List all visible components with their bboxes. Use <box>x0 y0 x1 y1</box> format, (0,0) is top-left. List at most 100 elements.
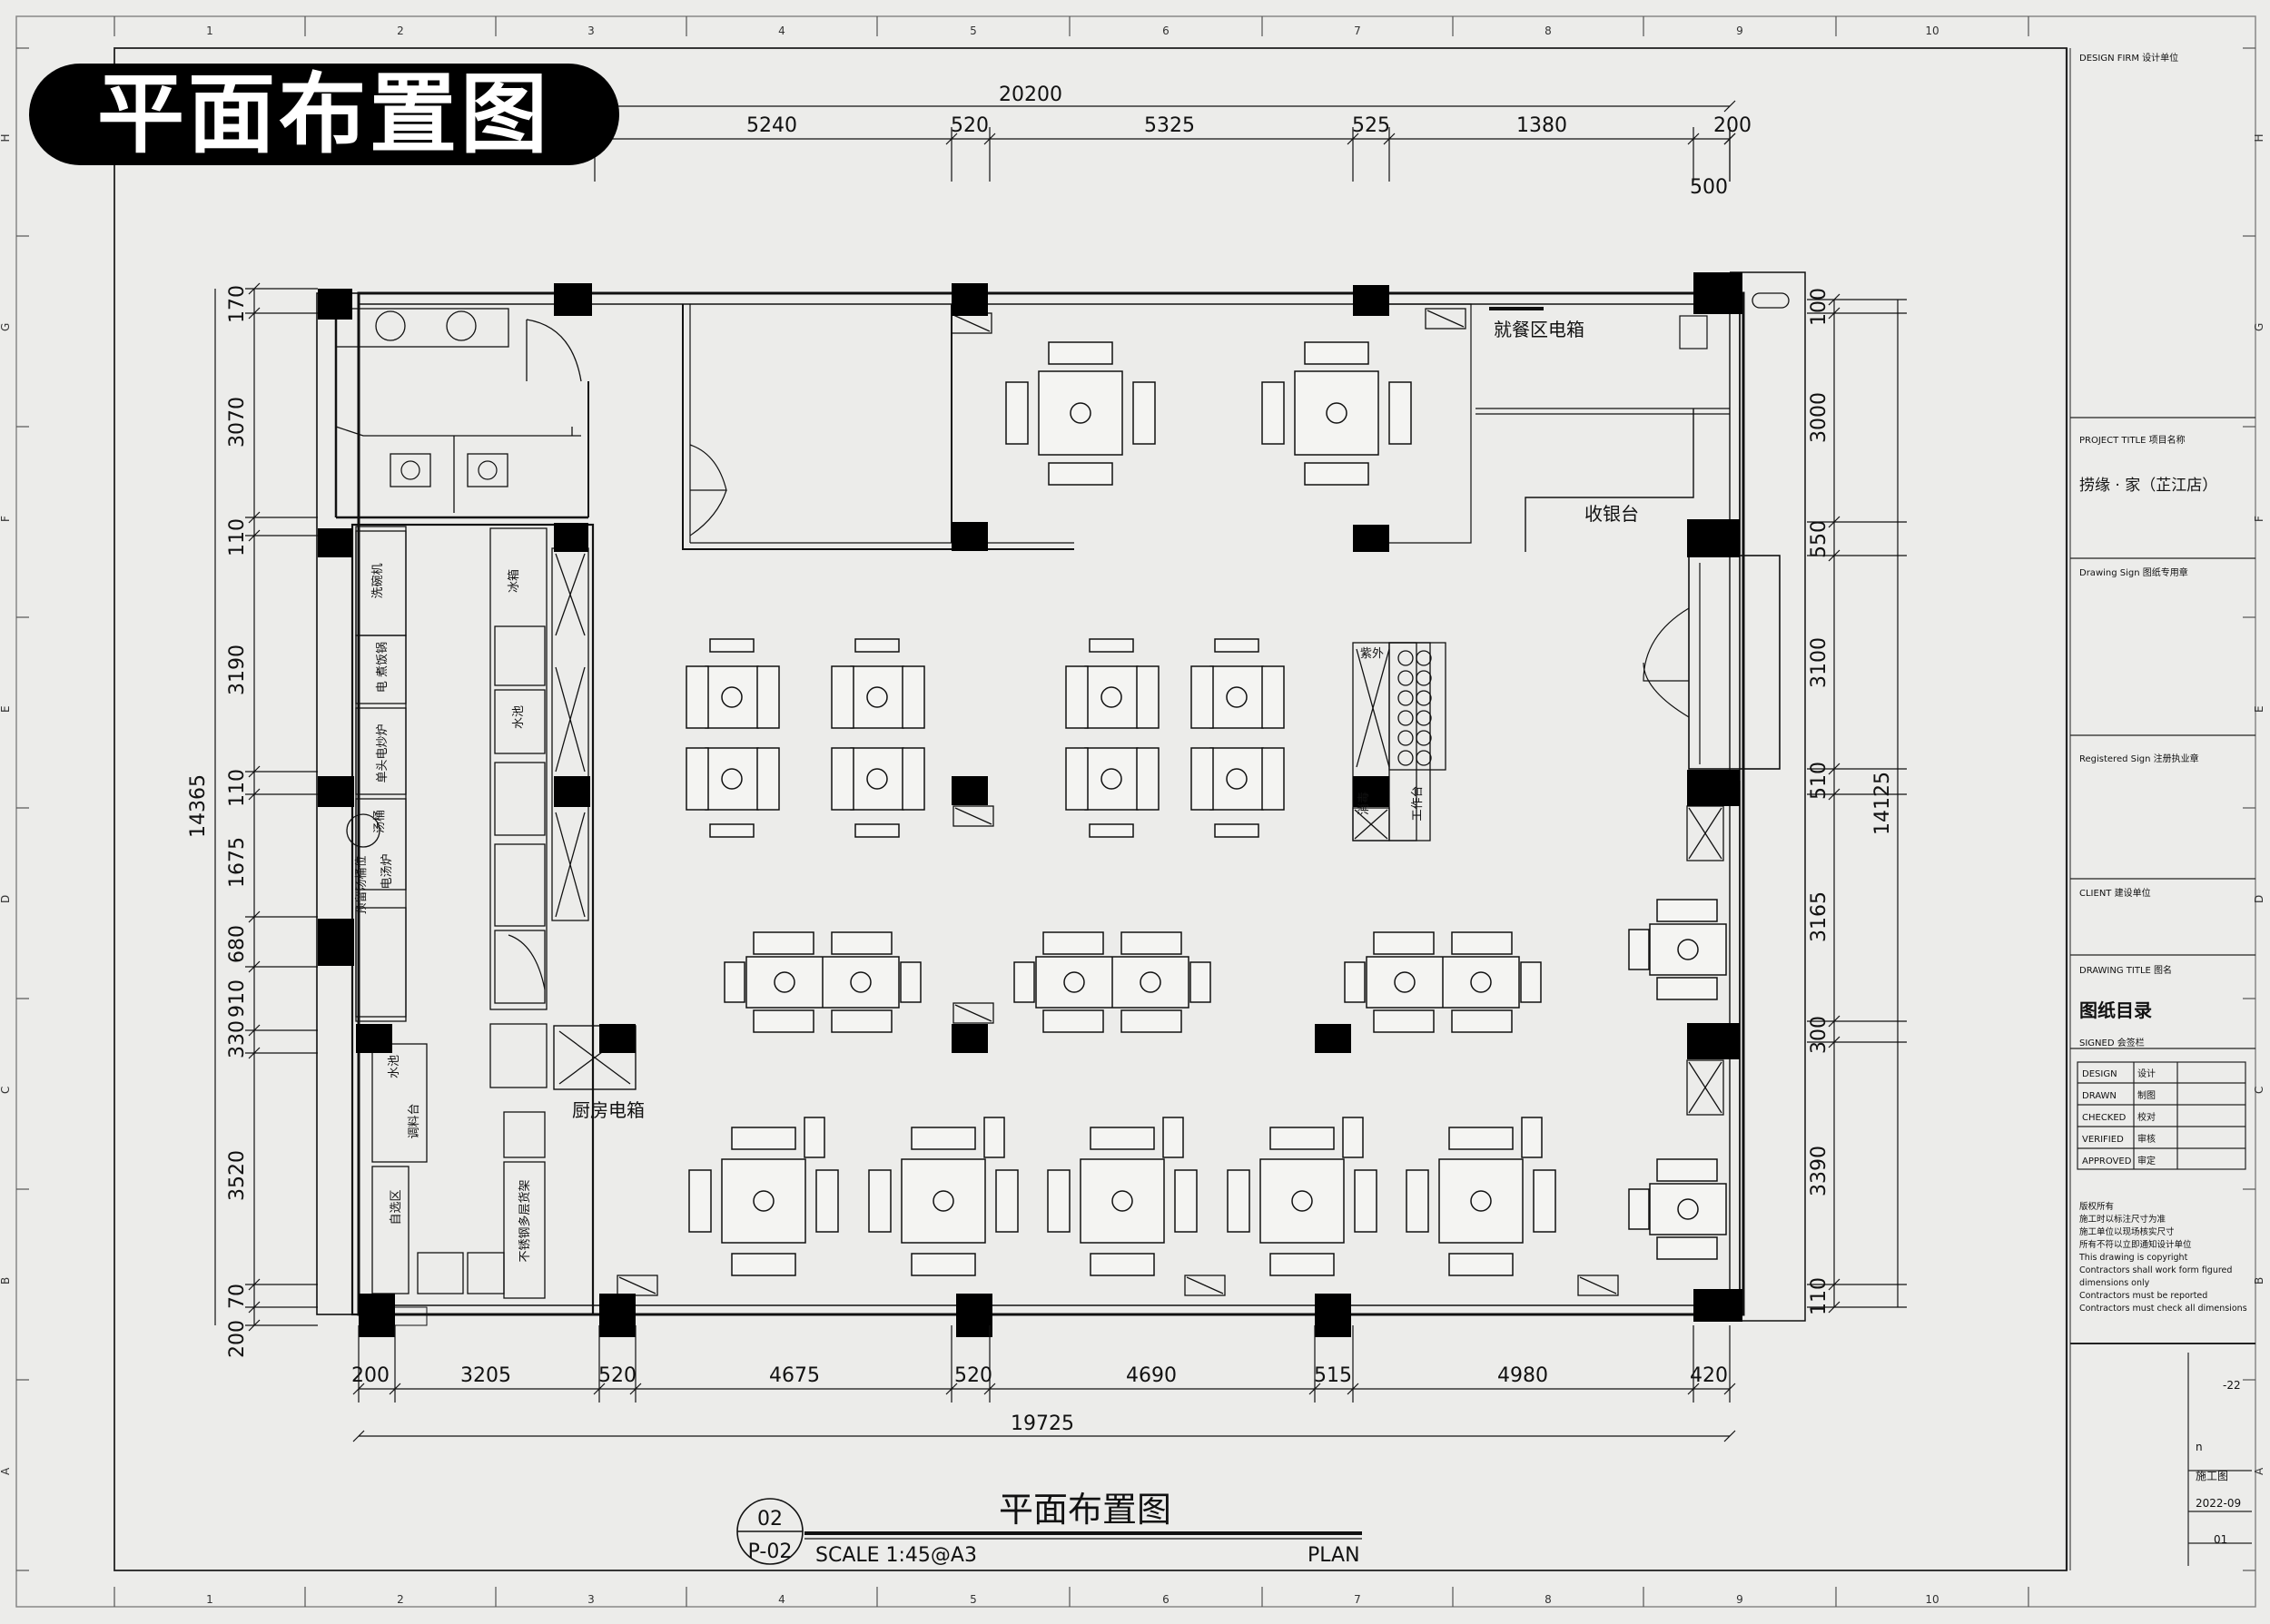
note-line: 版权所有 <box>2079 1201 2114 1212</box>
column <box>318 919 354 966</box>
dim-label: 200 <box>351 1364 390 1387</box>
table-hotpot <box>866 686 888 708</box>
station-cup <box>1416 670 1432 686</box>
station-cup <box>1397 710 1414 726</box>
column <box>599 1024 636 1053</box>
structural-columns <box>318 272 1742 1337</box>
chair <box>995 1169 1019 1233</box>
chair <box>1342 1117 1364 1158</box>
chair <box>831 747 854 811</box>
design-firm-label: DESIGN FIRM 设计单位 <box>2079 52 2178 64</box>
ruler-label: 3 <box>587 25 595 37</box>
dim-tick <box>248 529 261 542</box>
table-hotpot <box>850 971 872 993</box>
ruler-label: 9 <box>1736 25 1743 37</box>
chair <box>911 1253 976 1276</box>
chair <box>731 1127 796 1150</box>
ruler-label: C <box>2253 1087 2265 1094</box>
role-label-cn: 校对 <box>2137 1111 2156 1123</box>
chair <box>756 665 780 729</box>
dim-label: 110 <box>1808 1277 1831 1315</box>
chair <box>1162 1117 1184 1158</box>
station-cup <box>1416 710 1432 726</box>
chair <box>1042 931 1104 955</box>
dim-tick <box>248 511 261 524</box>
chair <box>983 1117 1005 1158</box>
table-hotpot <box>1677 1198 1699 1220</box>
dim-tick <box>1828 1036 1841 1048</box>
station-cup <box>1416 730 1432 746</box>
chair <box>1269 1127 1335 1150</box>
dim-label: 4980 <box>1497 1364 1548 1387</box>
dim-label: 4675 <box>769 1364 820 1387</box>
ruler-label: D <box>0 895 12 903</box>
station-cup <box>1397 750 1414 766</box>
ruler-label: 6 <box>1162 1593 1170 1606</box>
dim-tick <box>1828 763 1841 775</box>
chair <box>1189 961 1211 1003</box>
note-line: Contractors must be reported <box>2079 1291 2207 1301</box>
cashier-label: 收银台 <box>1584 503 1639 525</box>
dim-label: 3390 <box>1808 1146 1831 1196</box>
note-line: Contractors must check all dimensions <box>2079 1304 2247 1314</box>
table-hotpot <box>1394 971 1416 993</box>
dim-total: 19725 <box>1011 1412 1074 1435</box>
table-hotpot <box>1226 686 1248 708</box>
chair <box>854 823 900 838</box>
dim-label: 4690 <box>1126 1364 1177 1387</box>
dining-furniture <box>686 341 1727 1276</box>
chair <box>1448 1253 1514 1276</box>
dim-tick <box>1828 293 1841 306</box>
dim-label: 3520 <box>226 1150 249 1201</box>
column <box>1687 519 1740 557</box>
kitchen-label: 不锈钢多层货架 <box>518 1179 532 1262</box>
ruler-label: 4 <box>778 25 785 37</box>
chair <box>1190 747 1214 811</box>
table-hotpot <box>1100 768 1122 790</box>
table-hotpot <box>1291 1190 1313 1212</box>
dim-tick <box>248 1278 261 1291</box>
dim-tick <box>1828 788 1841 801</box>
chair <box>902 747 925 811</box>
chair <box>709 823 755 838</box>
chair <box>1136 665 1160 729</box>
role-label: DESIGN <box>2082 1069 2117 1079</box>
dim-label: 680 <box>226 925 249 963</box>
ruler-label: G <box>2253 323 2265 331</box>
dim-tick <box>248 788 261 801</box>
table-hotpot <box>774 971 795 993</box>
dim-total: 14365 <box>187 774 210 838</box>
dim-label: 525 <box>1352 114 1390 137</box>
chair <box>1005 381 1029 445</box>
chair <box>1042 1009 1104 1033</box>
chair <box>709 638 755 653</box>
dim-tick <box>248 960 261 973</box>
ruler-label: H <box>2253 133 2265 142</box>
chair <box>1520 961 1542 1003</box>
ruler-label: F <box>0 516 12 522</box>
title-block-fragment: 01 <box>2214 1533 2227 1546</box>
chair <box>686 747 709 811</box>
ruler-label: 4 <box>778 1593 785 1606</box>
dim-label: 300 <box>1808 1016 1831 1054</box>
dim-label: 3190 <box>226 645 249 695</box>
role-label: APPROVED <box>2082 1156 2132 1166</box>
column <box>1315 1024 1351 1053</box>
chair <box>1013 961 1035 1003</box>
chair <box>1065 665 1089 729</box>
dim-label: 510 <box>1808 762 1831 800</box>
table-hotpot <box>1111 1190 1133 1212</box>
column <box>952 1024 988 1053</box>
dim-label: 3000 <box>1808 392 1831 443</box>
ruler-label: E <box>2253 705 2265 713</box>
role-label-cn: 制图 <box>2137 1089 2156 1101</box>
dim-tick <box>352 1430 365 1442</box>
storage-room <box>682 303 1472 550</box>
dim-tick <box>248 1024 261 1037</box>
chair <box>831 931 893 955</box>
dim-label: 420 <box>1690 1364 1728 1387</box>
registered-sign-label: Registered Sign 注册执业章 <box>2079 753 2199 764</box>
chair <box>868 1169 892 1233</box>
chair <box>1047 1169 1071 1233</box>
chair <box>756 747 780 811</box>
